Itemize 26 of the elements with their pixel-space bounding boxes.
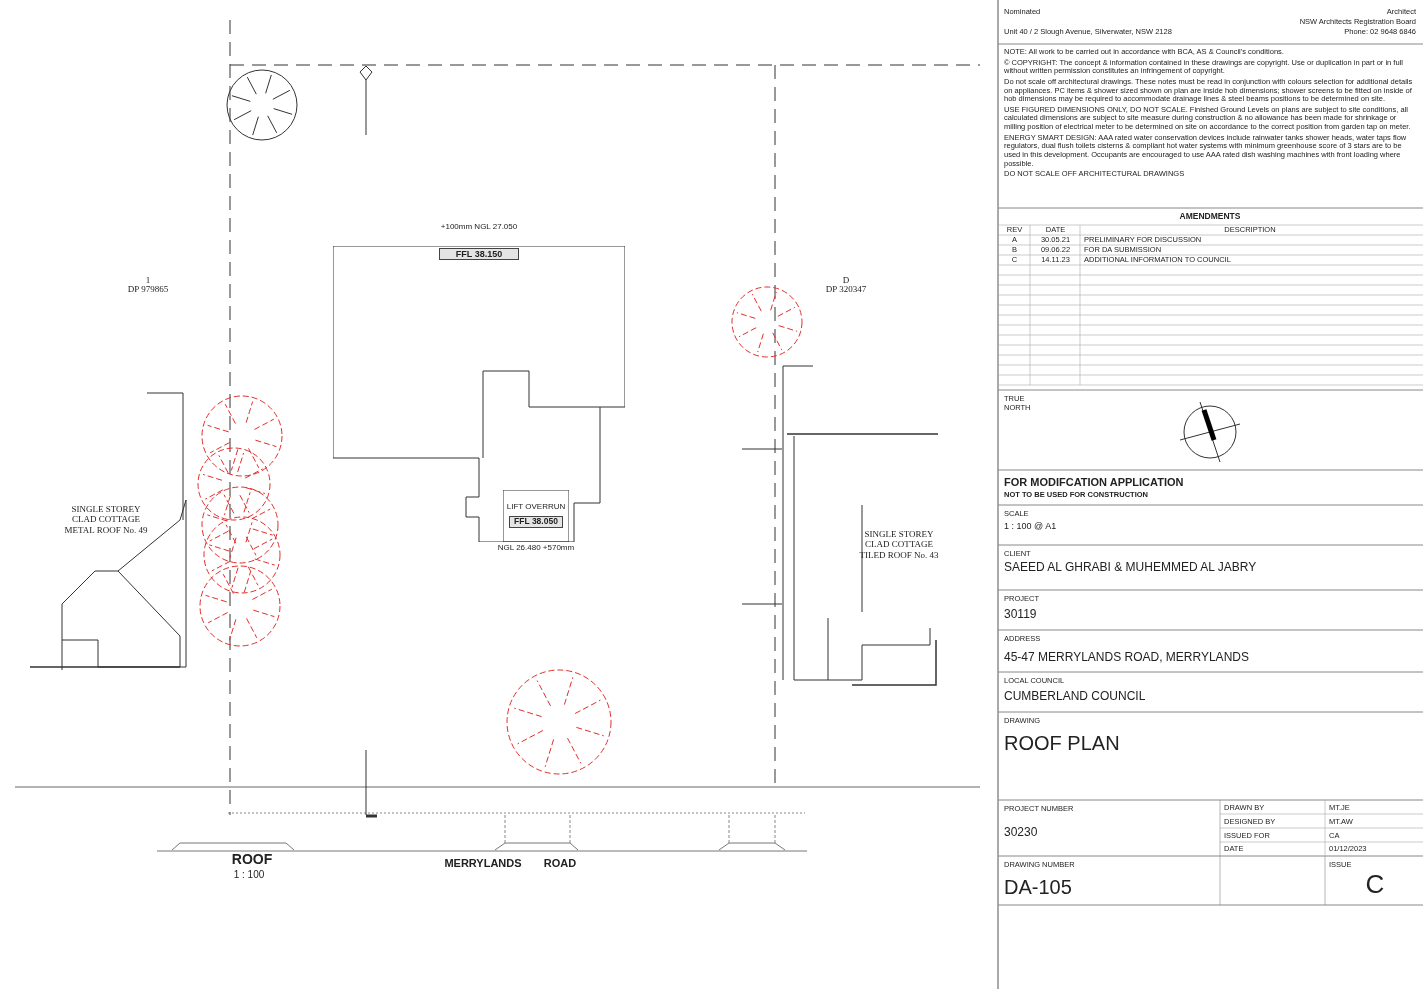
lot-number: D — [841, 275, 851, 286]
field-value: DA-105 — [1004, 876, 1073, 899]
level-note: NGL 26.480 +570mm — [496, 543, 576, 553]
scale-label: 1 : 100 — [232, 869, 266, 881]
stamp-text: FOR MODIFCATION APPLICATION — [1004, 476, 1185, 489]
neighbour-label: SINGLE STOREY CLAD COTTAGE TILED ROOF No. 43 — [858, 529, 940, 561]
field-value: 45-47 MERRYLANDS ROAD, MERRYLANDS — [1004, 651, 1250, 665]
level-tag: FFL 38.050 — [509, 516, 563, 528]
drawing-title: ROOF — [230, 851, 274, 868]
field-value: ROOF PLAN — [1004, 732, 1121, 755]
lot-label: DP 320347 — [824, 284, 868, 295]
level-tag: FFL 38.150 — [439, 248, 519, 261]
field-value: C — [1364, 870, 1386, 900]
field-value: SAEED AL GHRABI & MUHEMMED AL JABRY — [1004, 561, 1258, 575]
table-heading: AMENDMENTS — [1178, 212, 1242, 222]
field-value: 1 : 100 @ A1 — [1004, 521, 1058, 532]
street-name: ROAD — [542, 857, 578, 870]
room-label: LIFT OVERRUN — [505, 502, 567, 512]
field-value: 30230 — [1004, 826, 1039, 840]
lot-number: 1 — [144, 275, 152, 286]
neighbour-label: SINGLE STOREY CLAD COTTAGE METAL ROOF No. 49 — [63, 504, 149, 536]
field-value: CUMBERLAND COUNCIL — [1004, 690, 1147, 704]
street-name: MERRYLANDS — [443, 857, 523, 870]
level-note: +100mm NGL 27.050 — [439, 222, 519, 232]
field-value: 30119 — [1004, 608, 1038, 622]
lot-label: DP 979865 — [126, 284, 170, 295]
